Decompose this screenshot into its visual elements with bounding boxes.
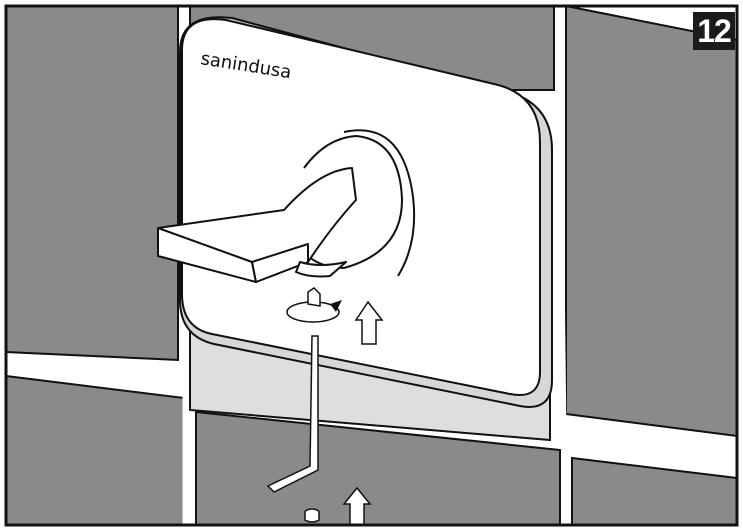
step-number-badge: 12	[693, 12, 735, 50]
tile	[565, 4, 738, 438]
tile	[5, 374, 185, 526]
allen-key-icon	[266, 335, 319, 493]
up-arrow-icon	[354, 300, 384, 345]
frame-border	[4, 4, 739, 527]
lever-handle	[157, 167, 357, 283]
grub-screw-icon	[304, 508, 320, 523]
tile	[5, 5, 179, 362]
wall-tiles	[5, 4, 738, 526]
rotate-counterclockwise-icon	[286, 287, 342, 323]
